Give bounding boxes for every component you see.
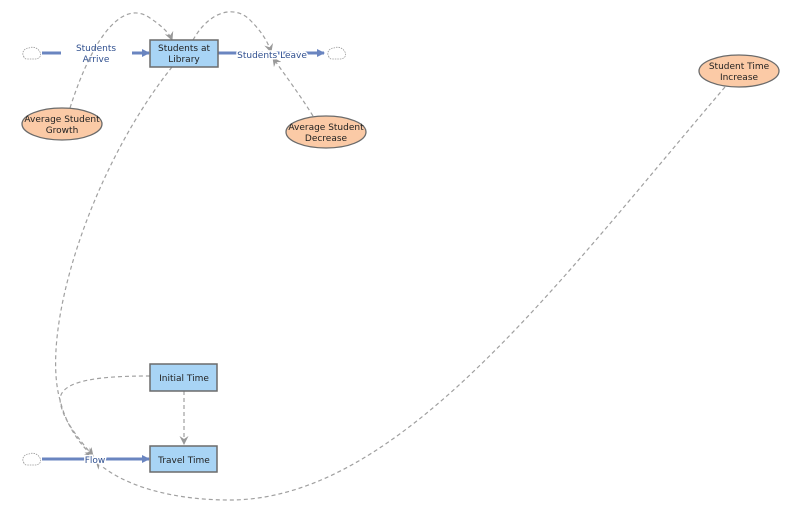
- link-timeincrease-to-flow[interactable]: [95, 86, 726, 501]
- variable-average-student-decrease[interactable]: Average Student Decrease: [285, 115, 367, 149]
- stock-label: Travel Time: [157, 456, 210, 466]
- stock-students-at-library[interactable]: Students at Library: [149, 39, 219, 68]
- variable-label: Student Time: [709, 62, 770, 72]
- link-stock-to-flow[interactable]: [54, 66, 173, 457]
- flow-label: Flow: [85, 456, 106, 466]
- flow-label: Arrive: [83, 55, 110, 65]
- stock-travel-time[interactable]: Travel Time: [149, 445, 218, 473]
- stock-label: Initial Time: [159, 374, 209, 384]
- flow-students-leave[interactable]: Students Leave: [218, 46, 347, 63]
- variable-label: Decrease: [305, 134, 348, 144]
- flow-label: Students: [76, 44, 116, 54]
- variable-label: Growth: [46, 126, 79, 136]
- stock-label: Students at: [158, 44, 210, 54]
- link-initial-to-flow[interactable]: [59, 375, 151, 457]
- cloud-source-icon: [22, 46, 42, 60]
- variable-label: Average Student: [24, 115, 100, 125]
- flow-flow[interactable]: Flow: [22, 452, 150, 468]
- stock-label: Library: [168, 55, 200, 65]
- flow-students-arrive[interactable]: Students Arrive: [22, 44, 150, 65]
- variable-label: Average Student: [288, 123, 364, 133]
- variable-student-time-increase[interactable]: Student Time Increase: [698, 54, 780, 88]
- link-stock-to-leave[interactable]: [192, 11, 274, 53]
- flow-label: Students Leave: [237, 51, 307, 61]
- link-growth-to-arrive[interactable]: [69, 12, 174, 109]
- cloud-sink-icon: [327, 46, 347, 60]
- variable-label: Increase: [720, 73, 759, 83]
- stock-initial-time[interactable]: Initial Time: [149, 363, 218, 392]
- link-decrease-to-leave[interactable]: [272, 57, 314, 117]
- variable-average-student-growth[interactable]: Average Student Growth: [21, 107, 103, 141]
- cloud-source-icon: [22, 452, 42, 466]
